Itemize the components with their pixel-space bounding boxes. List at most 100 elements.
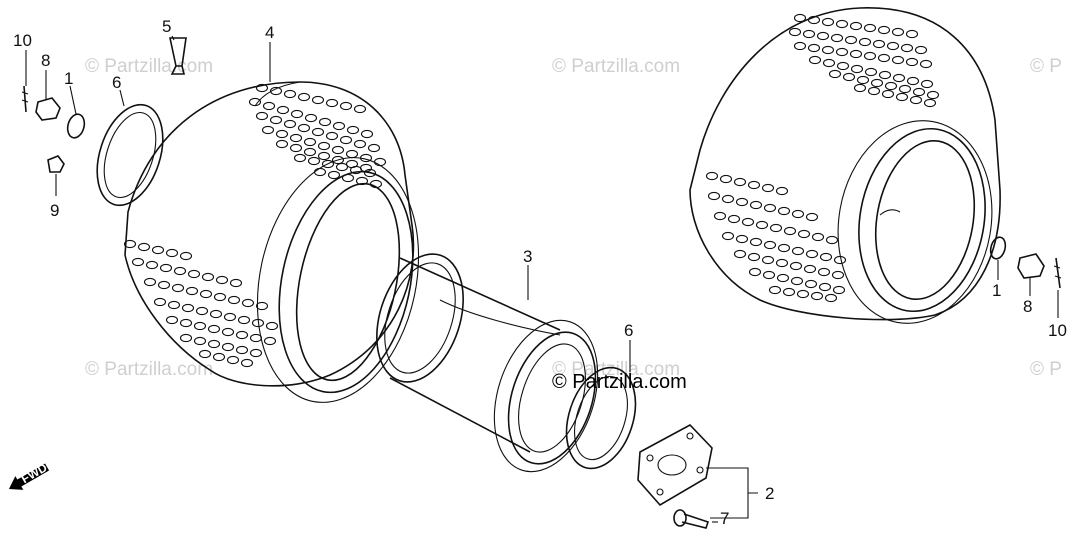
tread-lug (919, 59, 933, 69)
callout-10: 10 (1048, 321, 1067, 340)
tread-lug (369, 179, 383, 189)
tread-lug (289, 133, 303, 143)
tread-lug (153, 297, 167, 307)
callout-3: 3 (523, 247, 532, 266)
tread-lug (793, 13, 807, 23)
tread-lug (777, 206, 791, 216)
tread-lug (255, 83, 269, 93)
callout-5: 5 (162, 17, 171, 36)
tread-lug (165, 248, 179, 258)
tread-lug (227, 295, 241, 305)
tread-lug (297, 123, 311, 133)
tread-lug (240, 358, 254, 368)
tread-lug (275, 129, 289, 139)
tread-lug (884, 81, 898, 91)
tread-lug (276, 105, 290, 115)
tread-lug (167, 300, 181, 310)
tread-lug (335, 162, 349, 172)
tread-lug (131, 257, 145, 267)
tread-lug (157, 280, 171, 290)
tread-lug (749, 237, 763, 247)
washer-left (66, 113, 86, 139)
watermark-text: © Partzilla.com (85, 56, 213, 77)
tread-lug (269, 86, 283, 96)
callouts: 10 8 1 6 9 5 4 3 6 2 7 1 8 10 (13, 17, 1067, 528)
copyright-text: © Partzilla.com (552, 371, 687, 393)
tread-lug (835, 47, 849, 57)
tread-lug (818, 282, 832, 292)
tread-lug (900, 43, 914, 53)
tread-lug (713, 211, 727, 221)
tread-lug (339, 101, 353, 111)
tread-lug (339, 135, 353, 145)
tread-lug (707, 191, 721, 201)
tread-lug (290, 109, 304, 119)
nut-left (47, 155, 65, 173)
callout-8: 8 (1023, 297, 1032, 316)
tread-lug (836, 61, 850, 71)
tread-lug (831, 270, 845, 280)
tread-lug (864, 67, 878, 77)
tread-lug (359, 153, 373, 163)
tread-lug (187, 269, 201, 279)
tread-lug (923, 98, 937, 108)
tread-lug (914, 45, 928, 55)
tread-lug (821, 17, 835, 27)
right-tire (689, 7, 1001, 324)
wheel-hub (637, 424, 713, 507)
tread-lug (835, 19, 849, 29)
tread-lug (289, 143, 303, 153)
tread-lug (856, 75, 870, 85)
tread-lug (892, 73, 906, 83)
tread-lug (179, 333, 193, 343)
tread-lug (905, 57, 919, 67)
tread-lug (159, 263, 173, 273)
tread-lug (741, 217, 755, 227)
tread-lug (313, 167, 327, 177)
tread-lug (209, 309, 223, 319)
tread-lug (870, 78, 884, 88)
callout-8: 8 (41, 51, 50, 70)
tread-lug (143, 277, 157, 287)
callout-9: 9 (50, 201, 59, 220)
castle-nut-right (1017, 253, 1045, 279)
tread-lug (179, 318, 193, 328)
tread-lug (262, 101, 276, 111)
tread-lug (886, 41, 900, 51)
tread-lug (207, 324, 221, 334)
tread-lug (321, 159, 335, 169)
tread-lug (822, 58, 836, 68)
tread-lug (171, 283, 185, 293)
tread-lug (858, 37, 872, 47)
tread-lug (769, 223, 783, 233)
callout-1: 1 (64, 69, 73, 88)
leader-lines (25, 35, 1059, 519)
tread-lugs (123, 83, 387, 368)
tread-lug (213, 292, 227, 302)
tread-lug (193, 336, 207, 346)
tread-lug (905, 29, 919, 39)
forward-arrow-icon (8, 463, 50, 490)
tread-lug (747, 252, 761, 262)
tread-lug (805, 249, 819, 259)
tread-lug (863, 51, 877, 61)
watermark-text: © P (1030, 359, 1062, 380)
tread-lug (367, 143, 381, 153)
cotter-pin-right (1053, 257, 1062, 289)
hub-bolt (673, 509, 710, 529)
tread-lug (853, 83, 867, 93)
callout-4: 4 (265, 23, 274, 42)
tread-lug (195, 306, 209, 316)
tread-lug (261, 125, 275, 135)
tread-lug (733, 249, 747, 259)
tread-lug (763, 240, 777, 250)
tread-lug (705, 171, 719, 181)
tread-lug (151, 245, 165, 255)
tread-lug (768, 285, 782, 295)
valve-stem (169, 37, 187, 75)
tread-lug (790, 276, 804, 286)
tread-lug (804, 279, 818, 289)
tread-lug (783, 226, 797, 236)
tread-lug (349, 165, 363, 175)
callout-2: 2 (765, 484, 774, 503)
